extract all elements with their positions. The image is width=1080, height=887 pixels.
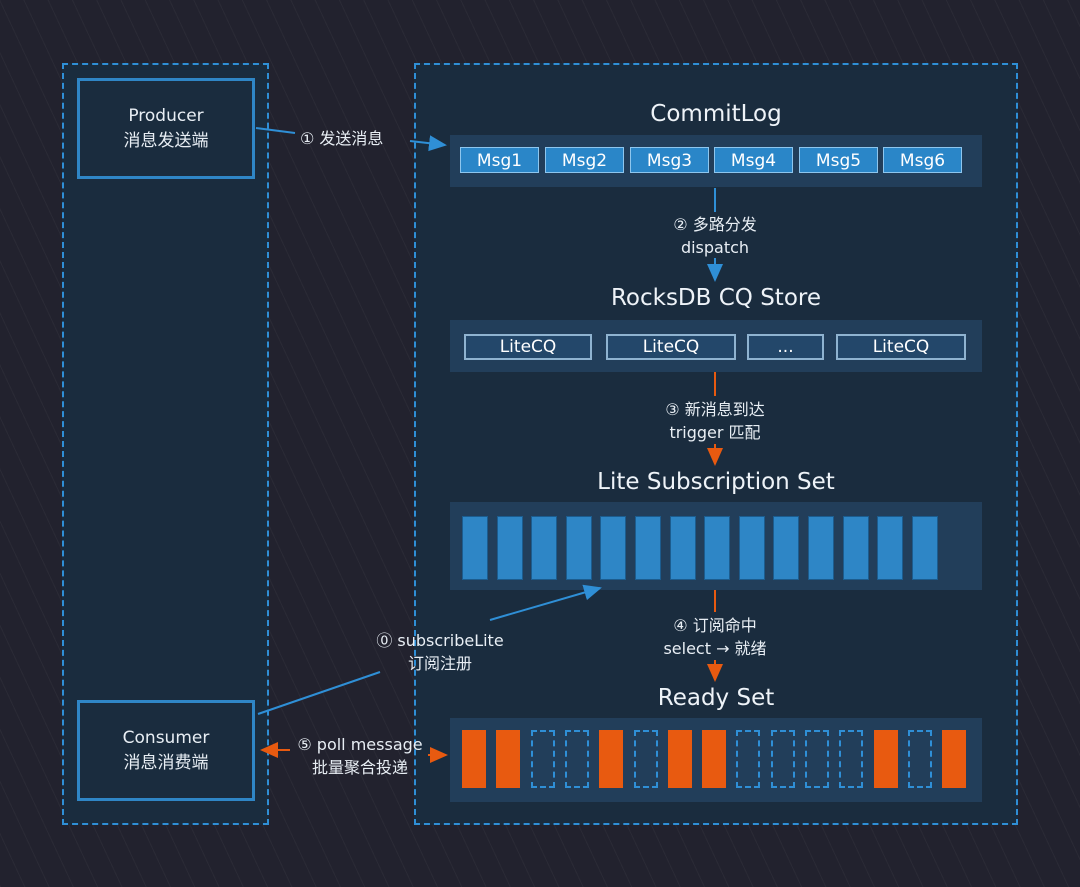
commitlog-strip: Msg1 Msg2 Msg3 Msg4 Msg5 Msg6 <box>450 135 982 187</box>
subscription-set-title: Lite Subscription Set <box>597 469 835 495</box>
cq-store-strip: LiteCQ LiteCQ ... LiteCQ <box>450 320 982 372</box>
client-panel <box>62 63 269 825</box>
litecq-cell: LiteCQ <box>464 334 592 360</box>
producer-subtitle: 消息发送端 <box>123 130 209 151</box>
trigger-step-label: ③ 新消息到达 <box>665 400 765 419</box>
ready-slot-empty <box>839 730 864 788</box>
subscription-slot <box>773 516 800 580</box>
ready-slot-filled <box>873 730 898 788</box>
ready-slot-empty <box>770 730 795 788</box>
subscription-slot <box>911 516 938 580</box>
subscription-slot <box>462 516 488 580</box>
cq-store-title: RocksDB CQ Store <box>610 285 822 311</box>
subscription-slot <box>600 516 627 580</box>
subscription-slot <box>738 516 765 580</box>
message-cell: Msg4 <box>714 147 793 173</box>
message-cell: Msg3 <box>630 147 709 173</box>
trigger-step-sublabel: trigger 匹配 <box>669 423 761 442</box>
dispatch-step-label: ② 多路分发 <box>673 215 757 234</box>
consumer-name: Consumer <box>122 727 210 748</box>
ready-slot-filled <box>496 730 521 788</box>
message-cell: Msg5 <box>799 147 878 173</box>
ready-slot-empty <box>805 730 829 788</box>
litecq-cell: LiteCQ <box>836 334 966 360</box>
ready-slot-empty <box>736 730 761 788</box>
subscription-set-strip <box>450 502 982 590</box>
subscription-slot <box>808 516 834 580</box>
select-step-sublabel: select → 就绪 <box>663 639 767 658</box>
dispatch-step-sublabel: dispatch <box>680 238 750 257</box>
message-cell: Msg2 <box>545 147 624 173</box>
poll-step-label: ⑤ poll message <box>297 735 423 754</box>
select-step-label: ④ 订阅命中 <box>673 616 757 635</box>
ready-slot-filled <box>942 730 967 788</box>
send-step-label: ① 发送消息 <box>300 129 384 148</box>
subscription-slot <box>531 516 558 580</box>
ready-slot-filled <box>667 730 692 788</box>
ready-slot-empty <box>907 730 932 788</box>
ready-slot-filled <box>462 730 486 788</box>
subscription-slot <box>635 516 661 580</box>
ready-slot-filled <box>702 730 727 788</box>
ellipsis-cell: ... <box>747 334 824 360</box>
subscription-slot <box>842 516 869 580</box>
producer-name: Producer <box>128 105 204 126</box>
ready-slot-empty <box>564 730 589 788</box>
litecq-cell: LiteCQ <box>606 334 736 360</box>
ready-set-title: Ready Set <box>657 685 775 711</box>
message-cell: Msg1 <box>460 147 539 173</box>
subscribe-step-sublabel: 订阅注册 <box>407 654 472 673</box>
consumer-node: Consumer 消息消费端 <box>77 700 255 801</box>
subscribe-arrow-tail <box>257 671 381 715</box>
poll-step-sublabel: 批量聚合投递 <box>311 758 408 777</box>
message-cell: Msg6 <box>883 147 962 173</box>
subscription-slot <box>877 516 904 580</box>
send-arrow <box>409 135 447 152</box>
ready-set-strip <box>450 718 982 802</box>
ready-slot-empty <box>530 730 555 788</box>
subscription-slot <box>669 516 696 580</box>
subscription-slot <box>704 516 731 580</box>
commitlog-title: CommitLog <box>650 101 782 127</box>
ready-slot-filled <box>599 730 624 788</box>
subscription-slot <box>565 516 592 580</box>
subscription-slot <box>496 516 523 580</box>
ready-slot-empty <box>633 730 658 788</box>
producer-node: Producer 消息发送端 <box>77 78 255 179</box>
consumer-subtitle: 消息消费端 <box>123 752 209 773</box>
subscribe-arrow <box>489 584 602 621</box>
send-arrow-tail <box>255 127 296 134</box>
subscribe-step-label: ⓪ subscribeLite <box>376 631 504 650</box>
